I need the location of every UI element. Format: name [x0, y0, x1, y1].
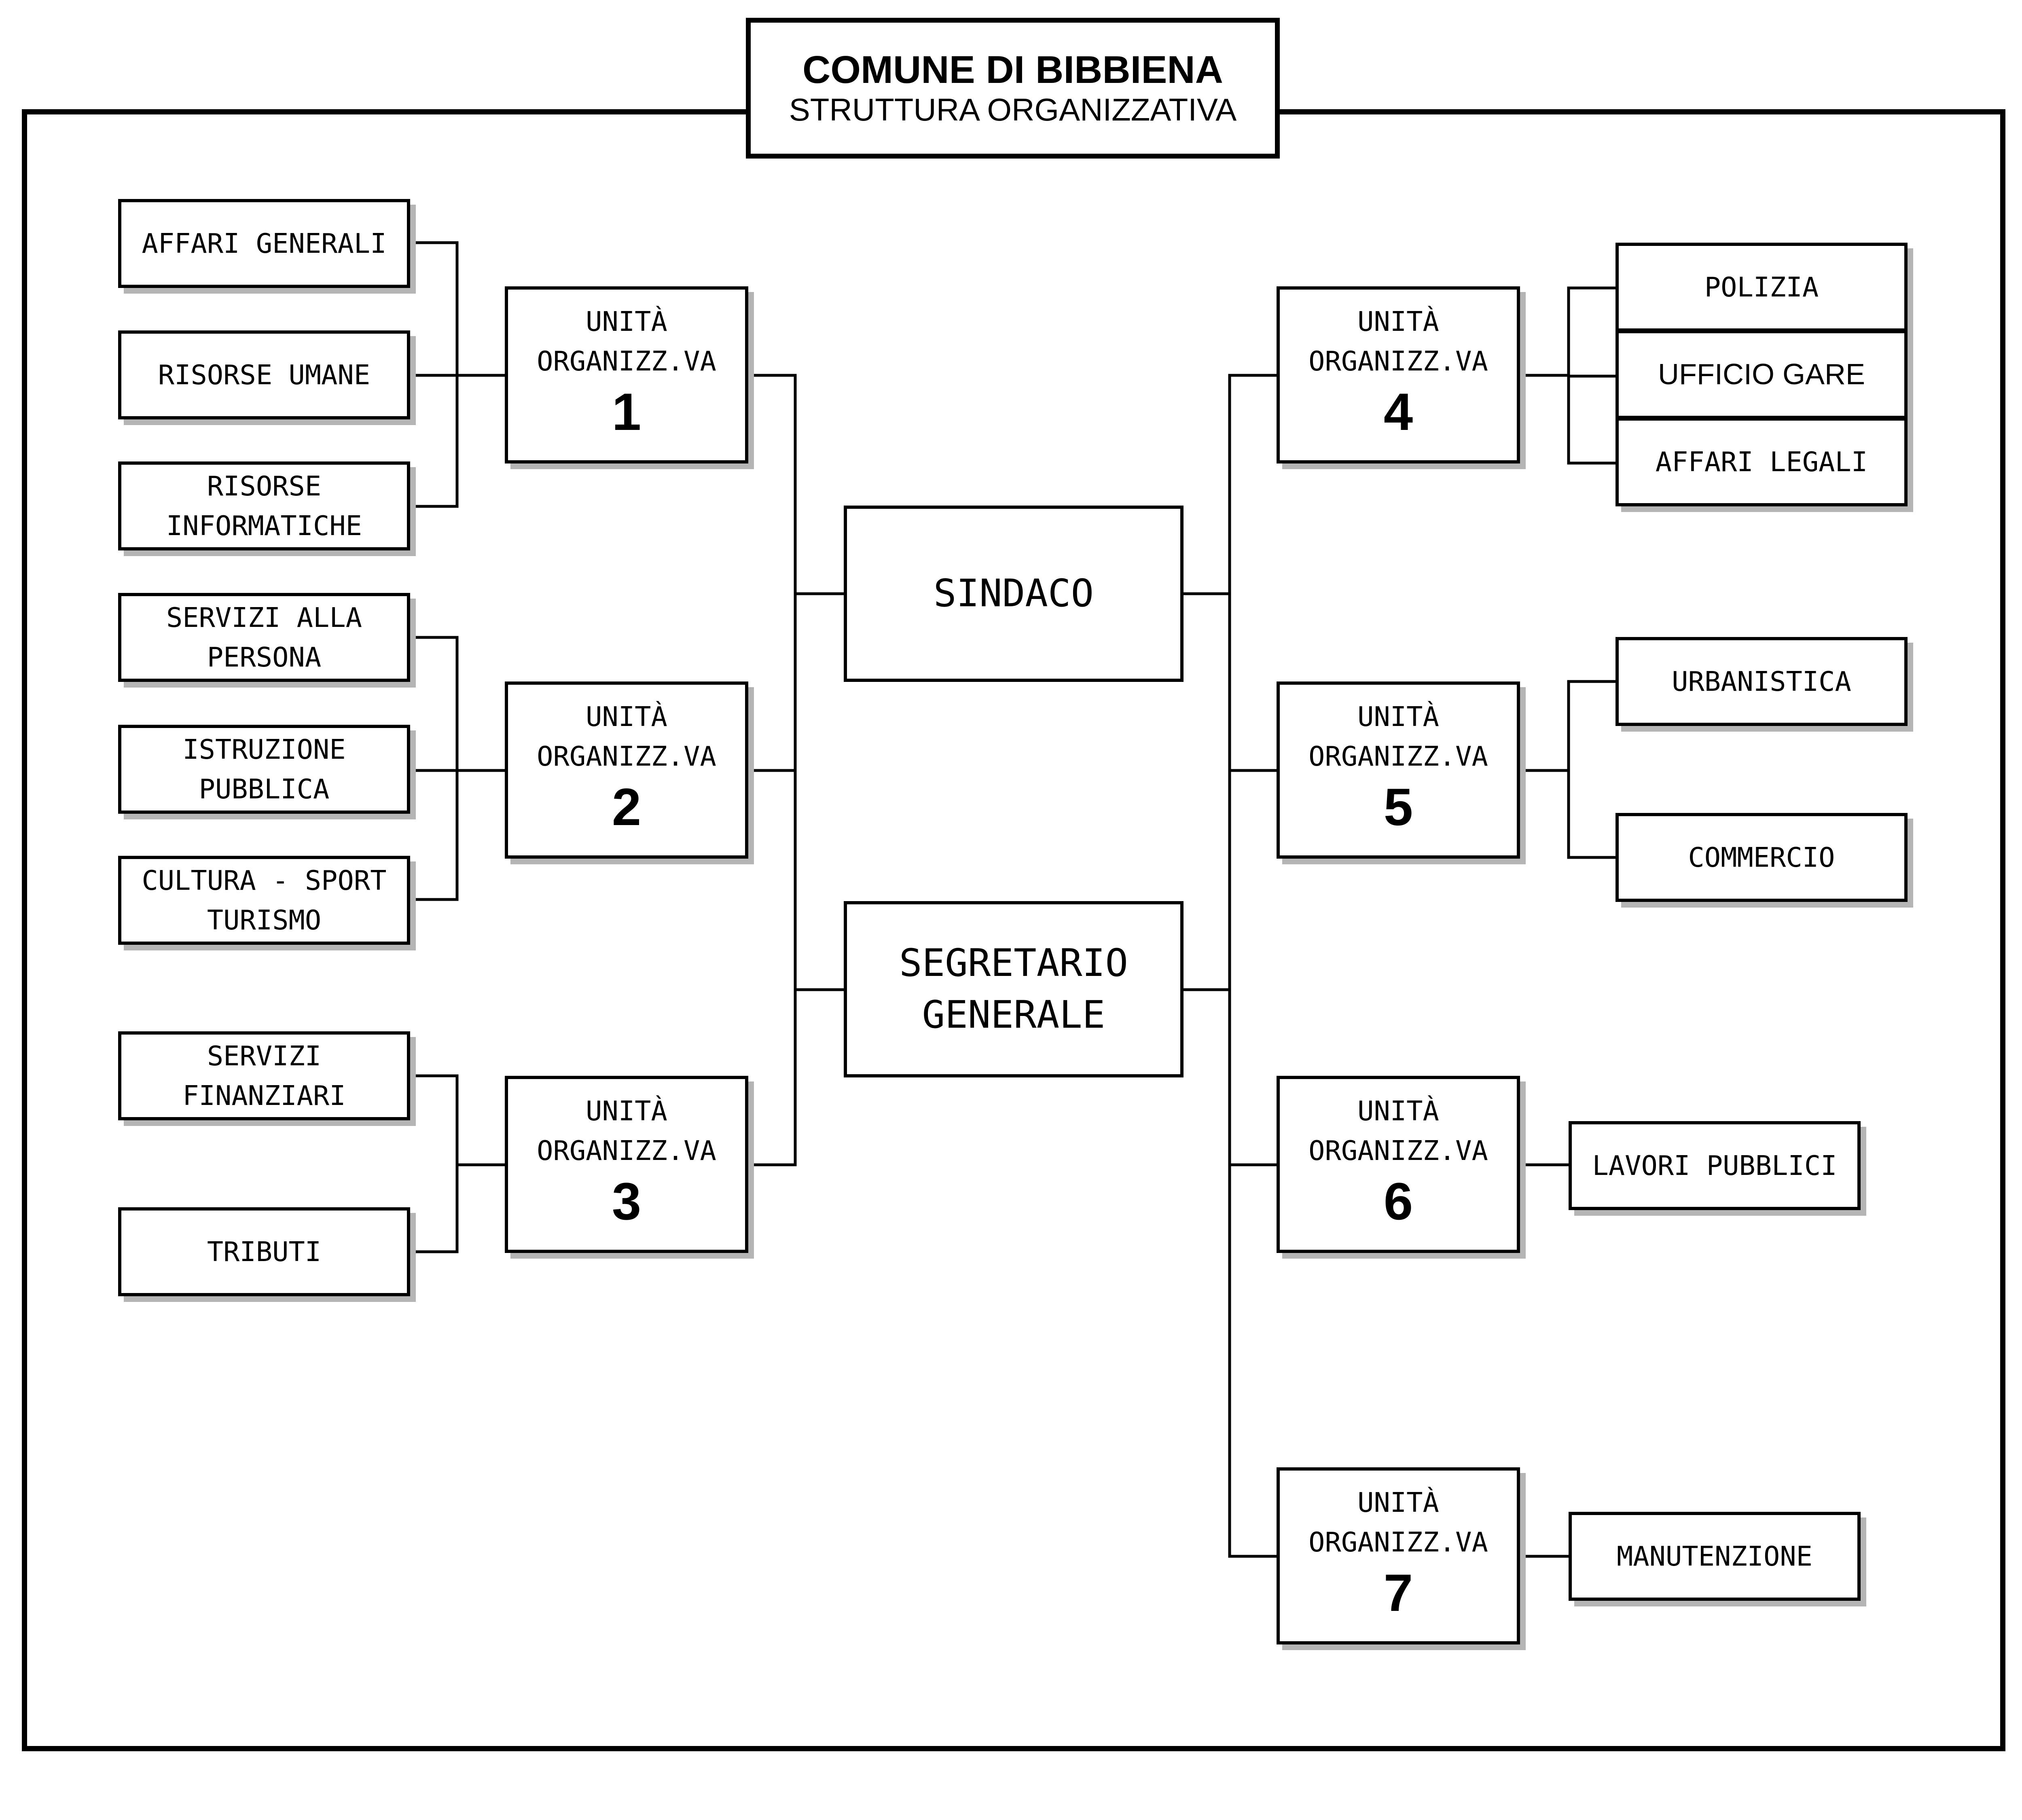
- unit-3-label: UNITÀ ORGANIZZ.VA: [537, 1095, 716, 1166]
- unit-2: UNITÀ ORGANIZZ.VA 2: [505, 681, 748, 859]
- office-polizia: POLIZIA: [1615, 243, 1908, 332]
- office-cultura-sport-turismo: CULTURA - SPORT TURISMO: [118, 856, 410, 945]
- unit-7: UNITÀ ORGANIZZ.VA 7: [1277, 1467, 1520, 1644]
- office-tributi: TRIBUTI: [118, 1207, 410, 1296]
- unit-7-label: UNITÀ ORGANIZZ.VA: [1308, 1487, 1488, 1558]
- office-servizi-finanziari: SERVIZI FINANZIARI: [118, 1031, 410, 1120]
- unit-4: UNITÀ ORGANIZZ.VA 4: [1277, 286, 1520, 463]
- unit-1-number: 1: [612, 382, 642, 441]
- unit-1-label: UNITÀ ORGANIZZ.VA: [537, 306, 716, 377]
- office-affari-generali: AFFARI GENERALI: [118, 199, 410, 288]
- segretario-generale-box: SEGRETARIO GENERALE: [844, 901, 1184, 1077]
- unit-5-label: UNITÀ ORGANIZZ.VA: [1308, 701, 1488, 772]
- office-manutenzione: MANUTENZIONE: [1569, 1512, 1861, 1601]
- unit-4-label: UNITÀ ORGANIZZ.VA: [1308, 306, 1488, 377]
- unit-6-label: UNITÀ ORGANIZZ.VA: [1308, 1095, 1488, 1166]
- office-commercio: COMMERCIO: [1615, 813, 1908, 902]
- segretario-label: SEGRETARIO GENERALE: [899, 941, 1128, 1037]
- office-ufficio-gare: UFFICIO GARE: [1615, 330, 1908, 419]
- office-lavori-pubblici: LAVORI PUBBLICI: [1569, 1121, 1861, 1210]
- office-servizi-alla-persona: SERVIZI ALLA PERSONA: [118, 593, 410, 682]
- unit-3-number: 3: [612, 1172, 642, 1231]
- unit-1: UNITÀ ORGANIZZ.VA 1: [505, 286, 748, 463]
- unit-7-number: 7: [1383, 1563, 1413, 1622]
- connector-right-spine: [1228, 374, 1278, 1558]
- unit-5-number: 5: [1383, 777, 1413, 836]
- sindaco-label: SINDACO: [933, 571, 1094, 616]
- unit-5: UNITÀ ORGANIZZ.VA 5: [1277, 681, 1520, 859]
- unit-6-number: 6: [1383, 1172, 1413, 1231]
- title-box: COMUNE DI BIBBIENA STRUTTURA ORGANIZZATI…: [746, 18, 1280, 159]
- sindaco-box: SINDACO: [844, 506, 1184, 682]
- page-subtitle: STRUTTURA ORGANIZZATIVA: [789, 91, 1237, 127]
- office-istruzione-pubblica: ISTRUZIONE PUBBLICA: [118, 725, 410, 814]
- office-risorse-informatiche: RISORSE INFORMATICHE: [118, 461, 410, 550]
- connector-unit5-offices: [1567, 680, 1617, 859]
- office-affari-legali: AFFARI LEGALI: [1615, 417, 1908, 506]
- unit-3: UNITÀ ORGANIZZ.VA 3: [505, 1076, 748, 1253]
- office-risorse-umane: RISORSE UMANE: [118, 330, 410, 419]
- page-title: COMUNE DI BIBBIENA: [802, 48, 1223, 92]
- unit-6: UNITÀ ORGANIZZ.VA 6: [1277, 1076, 1520, 1253]
- connector-unit2-offices: [407, 636, 459, 901]
- unit-2-number: 2: [612, 777, 642, 836]
- unit-4-number: 4: [1383, 382, 1413, 441]
- unit-2-label: UNITÀ ORGANIZZ.VA: [537, 701, 716, 772]
- office-urbanistica: URBANISTICA: [1615, 637, 1908, 726]
